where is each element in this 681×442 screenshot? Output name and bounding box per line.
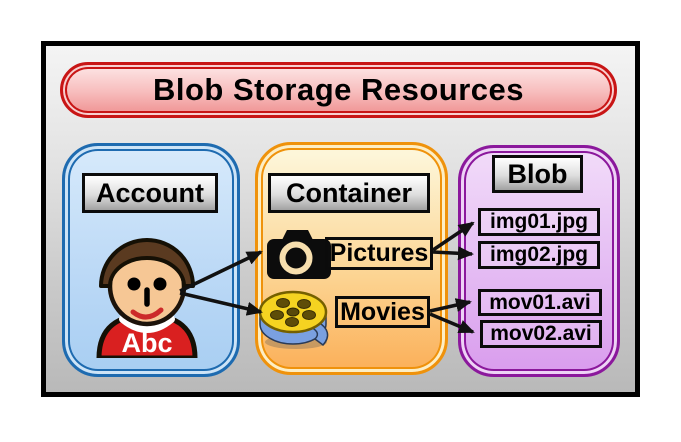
pictures-label: Pictures [325, 237, 433, 270]
page-title: Blob Storage Resources [152, 72, 525, 107]
container-label: Container [268, 173, 430, 213]
blob-file-mov02: mov02.avi [480, 320, 602, 348]
person-mouth [130, 307, 164, 320]
title-banner: Blob Storage Resources [60, 62, 617, 118]
person-icon: Abc [96, 238, 198, 358]
camera-icon [267, 230, 331, 279]
blob-group-box [458, 145, 620, 377]
camera-lens [279, 241, 313, 275]
person-eye-left [127, 277, 141, 291]
person-eye-right [153, 277, 167, 291]
blob-file-img02: img02.jpg [478, 241, 600, 269]
film-reel-icon [258, 290, 329, 349]
person-collar [119, 315, 175, 333]
reel-hub [286, 307, 300, 317]
account-label: Account [82, 173, 218, 213]
movies-label: Movies [335, 296, 430, 328]
blob-label: Blob [492, 155, 583, 193]
account-user-name: Abc [121, 328, 172, 358]
blob-file-mov01: mov01.avi [478, 289, 602, 316]
blob-file-img01: img01.jpg [478, 208, 600, 236]
